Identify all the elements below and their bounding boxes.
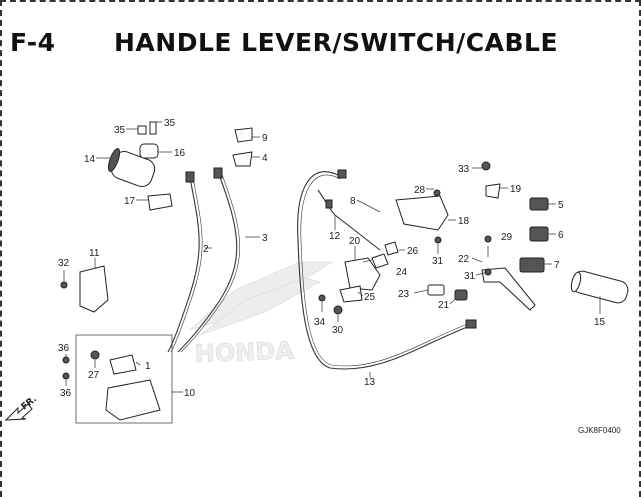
callout-1: 1 <box>145 361 151 372</box>
switch-5 <box>529 197 549 211</box>
callout-25: 25 <box>364 292 376 303</box>
screw-29 <box>484 235 492 243</box>
part-24 <box>371 253 389 269</box>
screw-36b <box>62 372 70 380</box>
callout-4: 4 <box>262 153 268 164</box>
brake-lever <box>481 267 536 311</box>
callout-23: 23 <box>398 289 410 300</box>
callout-36b: 36 <box>60 388 72 399</box>
callout-29: 29 <box>501 232 513 243</box>
screw-27 <box>90 350 100 360</box>
callout-35a: 35 <box>114 125 126 136</box>
switch-6 <box>529 226 549 242</box>
switch-7 <box>519 257 545 273</box>
bolt-35a <box>137 125 147 135</box>
callout-14: 14 <box>84 154 96 165</box>
callout-36a: 36 <box>58 343 70 354</box>
leader-lines <box>63 121 601 386</box>
throttle-housing-bottom <box>147 193 173 211</box>
callout-7: 7 <box>554 260 560 271</box>
throttle-housing-top <box>139 143 159 159</box>
callout-28: 28 <box>414 185 426 196</box>
group-box-10 <box>75 334 173 424</box>
screw-36a <box>62 356 70 364</box>
callout-2: 2 <box>203 244 209 255</box>
diagram-code: GJK8F0400 <box>578 426 621 435</box>
screw-33 <box>481 161 491 171</box>
callout-17: 17 <box>124 196 136 207</box>
cable-guide-11 <box>79 265 109 313</box>
clutch-lever-bracket <box>344 257 381 291</box>
callout-3: 3 <box>262 233 268 244</box>
callout-16: 16 <box>174 148 186 159</box>
master-cylinder <box>105 379 161 421</box>
part-25 <box>339 285 363 303</box>
callout-6: 6 <box>558 230 564 241</box>
callout-19: 19 <box>510 184 522 195</box>
callout-34: 34 <box>314 317 326 328</box>
front-direction-arrow: FR. <box>4 394 39 421</box>
callout-32: 32 <box>58 258 70 269</box>
bolt-26 <box>384 241 399 256</box>
honda-wing-watermark: HONDA <box>189 261 334 368</box>
callout-5: 5 <box>558 200 564 211</box>
callout-24: 24 <box>396 267 408 278</box>
switch-21 <box>454 289 468 301</box>
throttle-cables <box>167 167 240 353</box>
page-title: HANDLE LEVER/SWITCH/CABLE <box>114 28 559 57</box>
screw-32 <box>60 281 68 289</box>
callout-33: 33 <box>458 164 470 175</box>
clutch-switch-cable <box>317 189 381 251</box>
callout-21: 21 <box>438 300 450 311</box>
callout-8: 8 <box>350 196 356 207</box>
callout-12: 12 <box>329 231 341 242</box>
callout-31b: 31 <box>464 271 476 282</box>
cable-holder-9 <box>234 127 253 143</box>
callout-31a: 31 <box>432 256 444 267</box>
callout-35b: 35 <box>164 118 176 129</box>
bolt-35b <box>149 121 157 135</box>
callout-30: 30 <box>332 325 344 336</box>
watermark-text: HONDA <box>194 337 294 368</box>
callout-20: 20 <box>349 236 361 247</box>
right-grip <box>570 270 629 304</box>
switch-housing <box>395 195 449 231</box>
lever-holder-1 <box>109 354 137 375</box>
callout-9: 9 <box>262 133 268 144</box>
left-grip <box>107 148 156 188</box>
screw-34 <box>318 294 326 302</box>
screw-30 <box>333 305 343 315</box>
bracket-19 <box>485 183 501 199</box>
callout-10: 10 <box>184 388 196 399</box>
callout-26: 26 <box>407 246 419 257</box>
callout-15: 15 <box>594 317 606 328</box>
screw-31a <box>434 236 442 244</box>
callout-11: 11 <box>89 248 100 259</box>
callout-22: 22 <box>458 254 470 265</box>
rear-brake-cable <box>297 169 477 370</box>
switch-23 <box>427 284 445 296</box>
cable-holder-4 <box>232 151 253 167</box>
callout-13: 13 <box>364 377 376 388</box>
callout-labels: 1 2 3 4 5 6 7 8 9 10 11 12 13 14 15 16 1… <box>58 118 606 399</box>
screw-28 <box>433 189 441 197</box>
section-code: F-4 <box>10 28 56 57</box>
callout-27: 27 <box>88 370 100 381</box>
callout-18: 18 <box>458 216 470 227</box>
